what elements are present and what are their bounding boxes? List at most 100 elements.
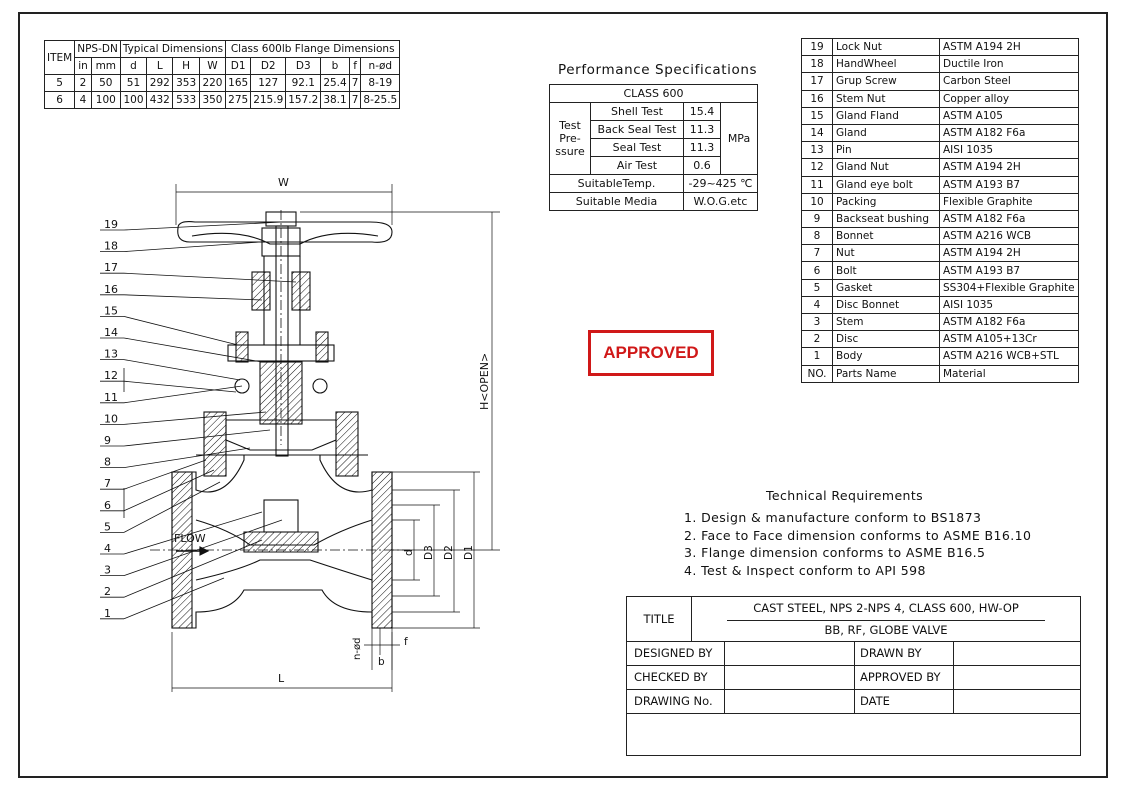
callout-leader xyxy=(123,429,271,447)
callout-label: 7 xyxy=(104,477,111,490)
part-material: ASTM A194 2H xyxy=(939,244,1079,263)
callout-leader xyxy=(123,519,283,576)
callout-label: 18 xyxy=(104,240,118,253)
part-name: Gland Nut xyxy=(832,158,940,177)
part-name: Gland xyxy=(832,123,940,143)
cell: 8-19 xyxy=(360,74,401,92)
part-no: 12 xyxy=(801,158,833,177)
cell: 432 xyxy=(146,91,174,109)
cell: 38.1 xyxy=(320,91,350,109)
header-nps-dn: NPS-DN xyxy=(74,40,121,58)
media-label: Suitable Media xyxy=(549,192,684,211)
requirement-item: 3. Flange dimension conforms to ASME B16… xyxy=(684,545,986,560)
drawing-frame xyxy=(18,12,1108,778)
callout-label: 6 xyxy=(104,499,111,512)
callout-label: 10 xyxy=(104,412,118,425)
media-value: W.O.G.etc xyxy=(683,192,758,211)
part-material: ASTM A193 B7 xyxy=(939,175,1079,194)
part-name: Packing xyxy=(832,192,940,211)
callout-label: 4 xyxy=(104,542,111,555)
part-material: ASTM A194 2H xyxy=(939,158,1079,177)
subheader: D3 xyxy=(285,57,322,75)
cell: 50 xyxy=(90,74,121,92)
temp-label: SuitableTemp. xyxy=(549,174,684,193)
cell: 100 xyxy=(119,91,148,109)
dimension-h: H<OPEN> xyxy=(300,211,500,551)
callout-leader xyxy=(123,385,243,404)
flow-arrow: FLOW xyxy=(174,532,210,556)
performance-table: CLASS 600 Test Pre- ssure Shell Test 15.… xyxy=(549,84,758,211)
part-material: ASTM A105 xyxy=(939,106,1079,125)
callout-leader xyxy=(123,539,263,598)
drawing-no-label: DRAWING No. xyxy=(634,694,713,708)
approved-stamp: APPROVED xyxy=(588,330,714,376)
title-line1: CAST STEEL, NPS 2-NPS 4, CLASS 600, HW-O… xyxy=(753,601,1019,615)
callout-leader xyxy=(123,359,241,381)
callout-label: 19 xyxy=(104,218,118,231)
cell: 25.4 xyxy=(320,74,350,92)
b-label: b xyxy=(378,656,385,668)
callout-label: 13 xyxy=(104,348,118,361)
callout-leader xyxy=(123,511,263,555)
callout-label: 3 xyxy=(104,564,111,577)
callout-leader xyxy=(123,221,283,231)
f-label: f xyxy=(404,636,408,648)
dimension-flange xyxy=(364,471,480,670)
d2-label: D2 xyxy=(443,545,455,560)
technical-requirements: Technical Requirements 1. Design & manuf… xyxy=(684,488,1031,579)
callout-leader xyxy=(123,380,237,393)
part-name: Gland Fland xyxy=(832,106,940,125)
part-name: Body xyxy=(832,347,940,366)
callout-leader xyxy=(123,411,267,425)
callout-leader xyxy=(123,272,297,283)
callout-label: 1 xyxy=(104,607,111,620)
cell: 8-25.5 xyxy=(360,91,401,109)
title-block: TITLE CAST STEEL, NPS 2-NPS 4, CLASS 600… xyxy=(626,596,1081,756)
callout-label: 11 xyxy=(104,391,118,404)
callout-leader xyxy=(123,459,207,490)
parts-header-material: Material xyxy=(939,364,1079,383)
callout-leader xyxy=(123,481,221,533)
designed-by-label: DESIGNED BY xyxy=(634,646,713,660)
performance-title: Performance Specifications xyxy=(558,62,758,78)
callout-label: 17 xyxy=(104,261,118,274)
part-name: Grup Screw xyxy=(832,72,940,91)
test-name: Seal Test xyxy=(590,138,684,157)
part-name: Backseat bushing xyxy=(832,209,940,229)
requirement-item: 1. Design & manufacture conform to BS187… xyxy=(684,510,982,525)
title-label: TITLE xyxy=(643,612,675,626)
cell: 6 xyxy=(43,91,76,109)
h-open-label: H<OPEN> xyxy=(478,353,491,410)
handwheel xyxy=(177,210,393,445)
dimensions-table: ITEM NPS-DN Typical Dimensions Class 600… xyxy=(43,40,401,109)
approved-by-label: APPROVED BY xyxy=(860,670,941,684)
part-material: Copper alloy xyxy=(939,89,1079,108)
test-value: 0.6 xyxy=(683,156,721,175)
callout-label: 16 xyxy=(104,283,118,296)
drawn-by-label: DRAWN BY xyxy=(860,646,922,660)
requirement-item: 4. Test & Inspect conform to API 598 xyxy=(684,562,926,578)
requirement-item: 2. Face to Face dimension conforms to AS… xyxy=(684,527,1032,543)
part-material: ASTM A182 F6a xyxy=(939,312,1079,332)
cell: 51 xyxy=(119,74,148,92)
callout-label: 9 xyxy=(104,434,111,447)
cell: 215.9 xyxy=(250,91,287,109)
bonnet xyxy=(196,411,368,477)
checked-by-label: CHECKED BY xyxy=(634,670,708,684)
cell: 350 xyxy=(198,91,227,109)
l-label: L xyxy=(278,672,285,685)
callout-leader xyxy=(123,337,263,363)
gland xyxy=(227,331,335,425)
d-label: d xyxy=(403,549,415,556)
